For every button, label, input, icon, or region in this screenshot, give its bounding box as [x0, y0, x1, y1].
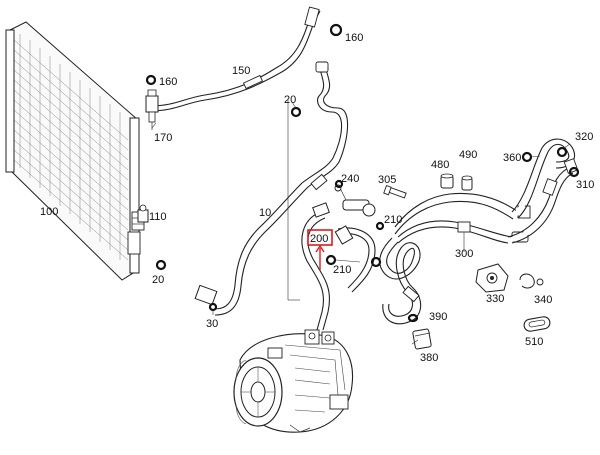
label-150: 150	[232, 65, 250, 77]
pressure-switch-110[interactable]	[137, 204, 149, 223]
o-ring-320[interactable]	[556, 146, 568, 158]
ac-compressor[interactable]	[233, 329, 354, 433]
label-480: 480	[431, 159, 449, 171]
label-510: 510	[525, 336, 543, 348]
o-ring-310[interactable]	[568, 166, 580, 178]
label-330: 330	[486, 293, 504, 305]
label-390: 390	[429, 311, 447, 323]
condenser[interactable]	[5, 21, 145, 281]
label-240: 240	[341, 173, 359, 185]
bracket-330[interactable]	[475, 263, 509, 293]
label-170: 170	[154, 132, 172, 144]
o-ring-20-top[interactable]	[290, 106, 302, 118]
label-110: 110	[149, 211, 167, 223]
label-380: 380	[420, 352, 438, 364]
label-305: 305	[378, 174, 396, 186]
o-ring-30[interactable]	[208, 302, 218, 312]
o-ring-210-upper[interactable]	[375, 221, 385, 231]
bolt-305[interactable]	[383, 184, 407, 199]
label-310: 310	[576, 179, 594, 191]
grommet-510[interactable]	[523, 316, 551, 332]
label-320: 320	[575, 131, 593, 143]
label-20-left: 20	[152, 274, 164, 286]
o-ring-390[interactable]	[407, 313, 419, 323]
label-210-b: 210	[384, 214, 402, 226]
o-ring-360[interactable]	[521, 151, 533, 163]
refrigerant-line-300[interactable]	[393, 192, 531, 244]
o-ring-210-left[interactable]	[325, 254, 337, 266]
label-160-top: 160	[345, 32, 363, 44]
label-100: 100	[40, 206, 58, 218]
label-340: 340	[534, 294, 552, 306]
label-200: 200	[310, 233, 328, 245]
label-360: 360	[503, 152, 521, 164]
service-valve[interactable]	[334, 184, 376, 217]
label-490: 490	[459, 149, 477, 161]
o-ring-210-right[interactable]	[370, 256, 382, 268]
cap-490[interactable]	[461, 175, 473, 191]
evaporator-line[interactable]	[507, 138, 579, 244]
suction-hose[interactable]	[379, 237, 422, 325]
pressure-sensor[interactable]	[145, 89, 159, 130]
refrigerant-line-10[interactable]	[194, 61, 349, 316]
refrigerant-line-150[interactable]	[149, 6, 321, 112]
o-ring-160-top[interactable]	[329, 23, 343, 37]
o-ring-240[interactable]	[334, 179, 344, 189]
o-ring-160-mid[interactable]	[145, 74, 157, 86]
cap-480[interactable]	[440, 173, 454, 189]
label-160-mid: 160	[159, 76, 177, 88]
label-210-a: 210	[333, 264, 351, 276]
label-20-top: 20	[284, 94, 296, 106]
sleeve-380[interactable]	[412, 328, 432, 350]
label-30: 30	[206, 318, 218, 330]
o-ring-20-left[interactable]	[155, 259, 167, 271]
clip-340[interactable]	[519, 273, 544, 289]
label-300: 300	[455, 248, 473, 260]
label-10: 10	[259, 207, 271, 219]
refrigerant-line-200[interactable]	[301, 202, 376, 331]
